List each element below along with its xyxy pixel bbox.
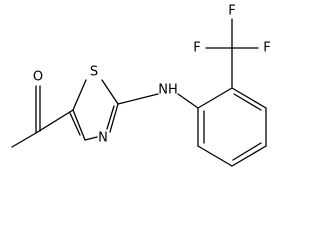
bond-c2-n3 — [109, 103, 119, 133]
bond-c4-c5 — [72, 109, 86, 141]
chemical-structure-diagram: O S N NH F F F — [11, 4, 271, 167]
bond-c4-c5-double — [69, 112, 81, 136]
bond-ph-c2-c3 — [231, 87, 267, 109]
atom-label-fluorine-left: F — [193, 41, 200, 56]
bond-carbonyl-ring — [35, 109, 74, 134]
atom-label-ring-nitrogen: N — [98, 131, 108, 146]
bond-ph-c4-c5 — [231, 145, 267, 167]
bond-nh-phenyl — [177, 93, 199, 109]
atom-label-fluorine-top: F — [228, 4, 235, 19]
bond-s1-c2 — [101, 79, 119, 105]
atom-label-carbonyl-oxygen: O — [33, 70, 43, 85]
bond-ph-c4-c5-double — [232, 142, 262, 161]
bond-methyl-carbonyl — [11, 132, 37, 148]
atom-label-ring-sulfur: S — [90, 65, 98, 80]
bond-c2-nh — [117, 93, 159, 105]
bond-c2-n3-double — [106, 105, 115, 130]
bond-n3-c4 — [84, 136, 98, 141]
atom-label-fluorine-right: F — [263, 41, 270, 56]
bond-ph-c1-c2 — [197, 87, 233, 109]
bond-ph-c2-c3-double — [233, 93, 262, 111]
bond-c5-s1 — [72, 79, 87, 111]
bond-ph-c5-c6 — [197, 145, 233, 167]
atom-label-amine-nh: NH — [158, 83, 178, 98]
